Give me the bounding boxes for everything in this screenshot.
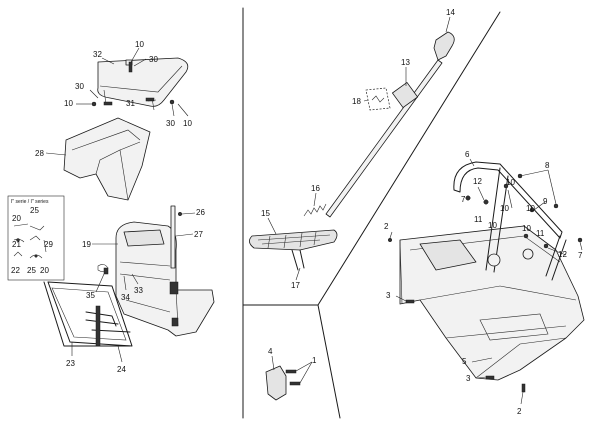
callout-11-right: 11 [536,229,545,238]
callout-29: 29 [44,240,53,249]
callout-14: 14 [446,8,455,17]
callout-20-inset-bottom: 20 [40,266,49,275]
callout-30-right: 30 [166,119,175,128]
handle-part-13-14 [325,31,455,218]
callout-10-left: 10 [64,99,73,108]
callout-25-inset-bottom: 25 [27,266,36,275]
callout-10-right: 10 [183,119,192,128]
rod-part-26-27 [170,205,176,269]
chute-cover-part-28 [63,117,151,201]
left-fasteners [91,61,183,275]
callout-10-right-mid2: 10 [526,204,535,213]
callout-3-top: 3 [386,291,391,300]
callout-27: 27 [194,230,203,239]
chute-plate-part-23-24 [43,281,133,347]
callout-10-right-mid: 10 [500,204,509,213]
callout-4: 4 [268,347,273,356]
inset-frame [7,195,65,281]
callout-9: 9 [543,197,548,206]
callout-16: 16 [311,184,320,193]
spring-part-16 [303,203,327,217]
leader-lines [45,16,583,405]
right-fasteners [387,173,583,393]
divider-lower-diagonal [317,304,341,419]
callout-23: 23 [66,359,75,368]
callout-10-right-low: 10 [488,221,497,230]
callout-31: 31 [126,99,135,108]
callout-10-right-top: 10 [506,178,515,187]
foot-pedal-part-15-17 [249,229,338,271]
section-dividers [242,7,501,419]
callout-numbers: 32 10 30 30 10 31 30 10 28 25 20 21 29 2… [11,8,583,416]
callout-28: 28 [35,149,44,158]
callout-18: 18 [352,97,361,106]
callout-25-inset-top: 25 [30,206,39,215]
callout-35: 35 [86,291,95,300]
callout-30-left: 30 [75,82,84,91]
callout-12-top: 12 [473,177,482,186]
callout-19: 19 [82,240,91,249]
callout-8: 8 [545,161,550,170]
callout-5: 5 [462,357,467,366]
callout-20-inset-top: 20 [12,214,21,223]
callout-32: 32 [93,50,102,59]
callout-1: 1 [312,356,317,365]
callout-30-top: 30 [149,55,158,64]
callout-17: 17 [291,281,300,290]
inset-small-parts: I" serie / I" series [7,195,65,281]
callout-21: 21 [12,240,21,249]
callout-15: 15 [261,209,270,218]
callout-10-top: 10 [135,40,144,49]
callout-7-right: 7 [578,251,583,260]
callout-26: 26 [196,208,205,217]
callout-10-right-lower: 10 [522,224,531,233]
callout-3-bottom: 3 [466,374,471,383]
divider-upper-diagonal [317,11,501,306]
callout-12-right: 12 [558,250,567,259]
callout-6: 6 [465,150,470,159]
callout-7-left: 7 [461,195,466,204]
callout-2-top: 2 [384,222,389,231]
callout-11-left: 11 [474,215,483,224]
callout-34: 34 [121,293,130,302]
callout-13: 13 [401,58,410,67]
bracket-part-4 [265,365,301,401]
callout-22: 22 [11,266,20,275]
chute-housing-part-19 [97,221,215,337]
callout-2-bottom: 2 [517,407,522,416]
spring-detail-box [365,87,391,111]
callout-33: 33 [134,286,143,295]
callout-24: 24 [117,365,126,374]
inset-series-text: I" serie / I" series [11,199,49,205]
frame-housing-part-5 [399,225,585,381]
